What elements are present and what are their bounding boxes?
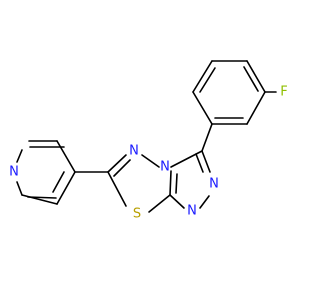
bond — [16, 181, 23, 196]
thiadiazole-nitrogen-atom: N — [129, 144, 139, 159]
bond-double-inner — [243, 66, 259, 92]
molecule-diagram: F N N N N S N — [9, 60, 288, 222]
bond — [199, 195, 210, 209]
bond — [192, 60, 213, 93]
pyridine-nitrogen-atom: N — [9, 165, 19, 180]
bond — [201, 150, 211, 173]
bond — [246, 91, 266, 125]
triazole-nitrogen-atom-bottom: N — [187, 204, 197, 219]
fluorine-atom: F — [280, 85, 287, 100]
bond — [56, 140, 76, 173]
bond — [107, 171, 127, 207]
bond — [201, 123, 213, 152]
bond — [107, 154, 127, 173]
bond — [21, 194, 58, 205]
bond — [169, 194, 185, 209]
triazole-nitrogen-atom: N — [160, 160, 170, 175]
bond-double-inner — [195, 153, 204, 173]
bond-double-inner — [113, 159, 131, 177]
bond-double-inner — [175, 173, 178, 194]
thiadiazole-sulfur-atom: S — [133, 207, 141, 222]
bond — [148, 194, 171, 213]
bond — [56, 171, 76, 205]
bond-double-inner — [27, 196, 57, 199]
bond — [246, 60, 266, 93]
bond-double-inner — [52, 171, 65, 193]
molecule-structure: F N N N N S N — [9, 60, 288, 222]
bond — [192, 91, 213, 125]
bonds — [16, 60, 277, 213]
bond — [141, 154, 160, 168]
bond — [16, 149, 23, 163]
bond-double-inner — [199, 67, 216, 93]
bond — [169, 170, 172, 196]
triazole-nitrogen-atom-right: N — [209, 177, 219, 192]
bond — [170, 150, 203, 168]
